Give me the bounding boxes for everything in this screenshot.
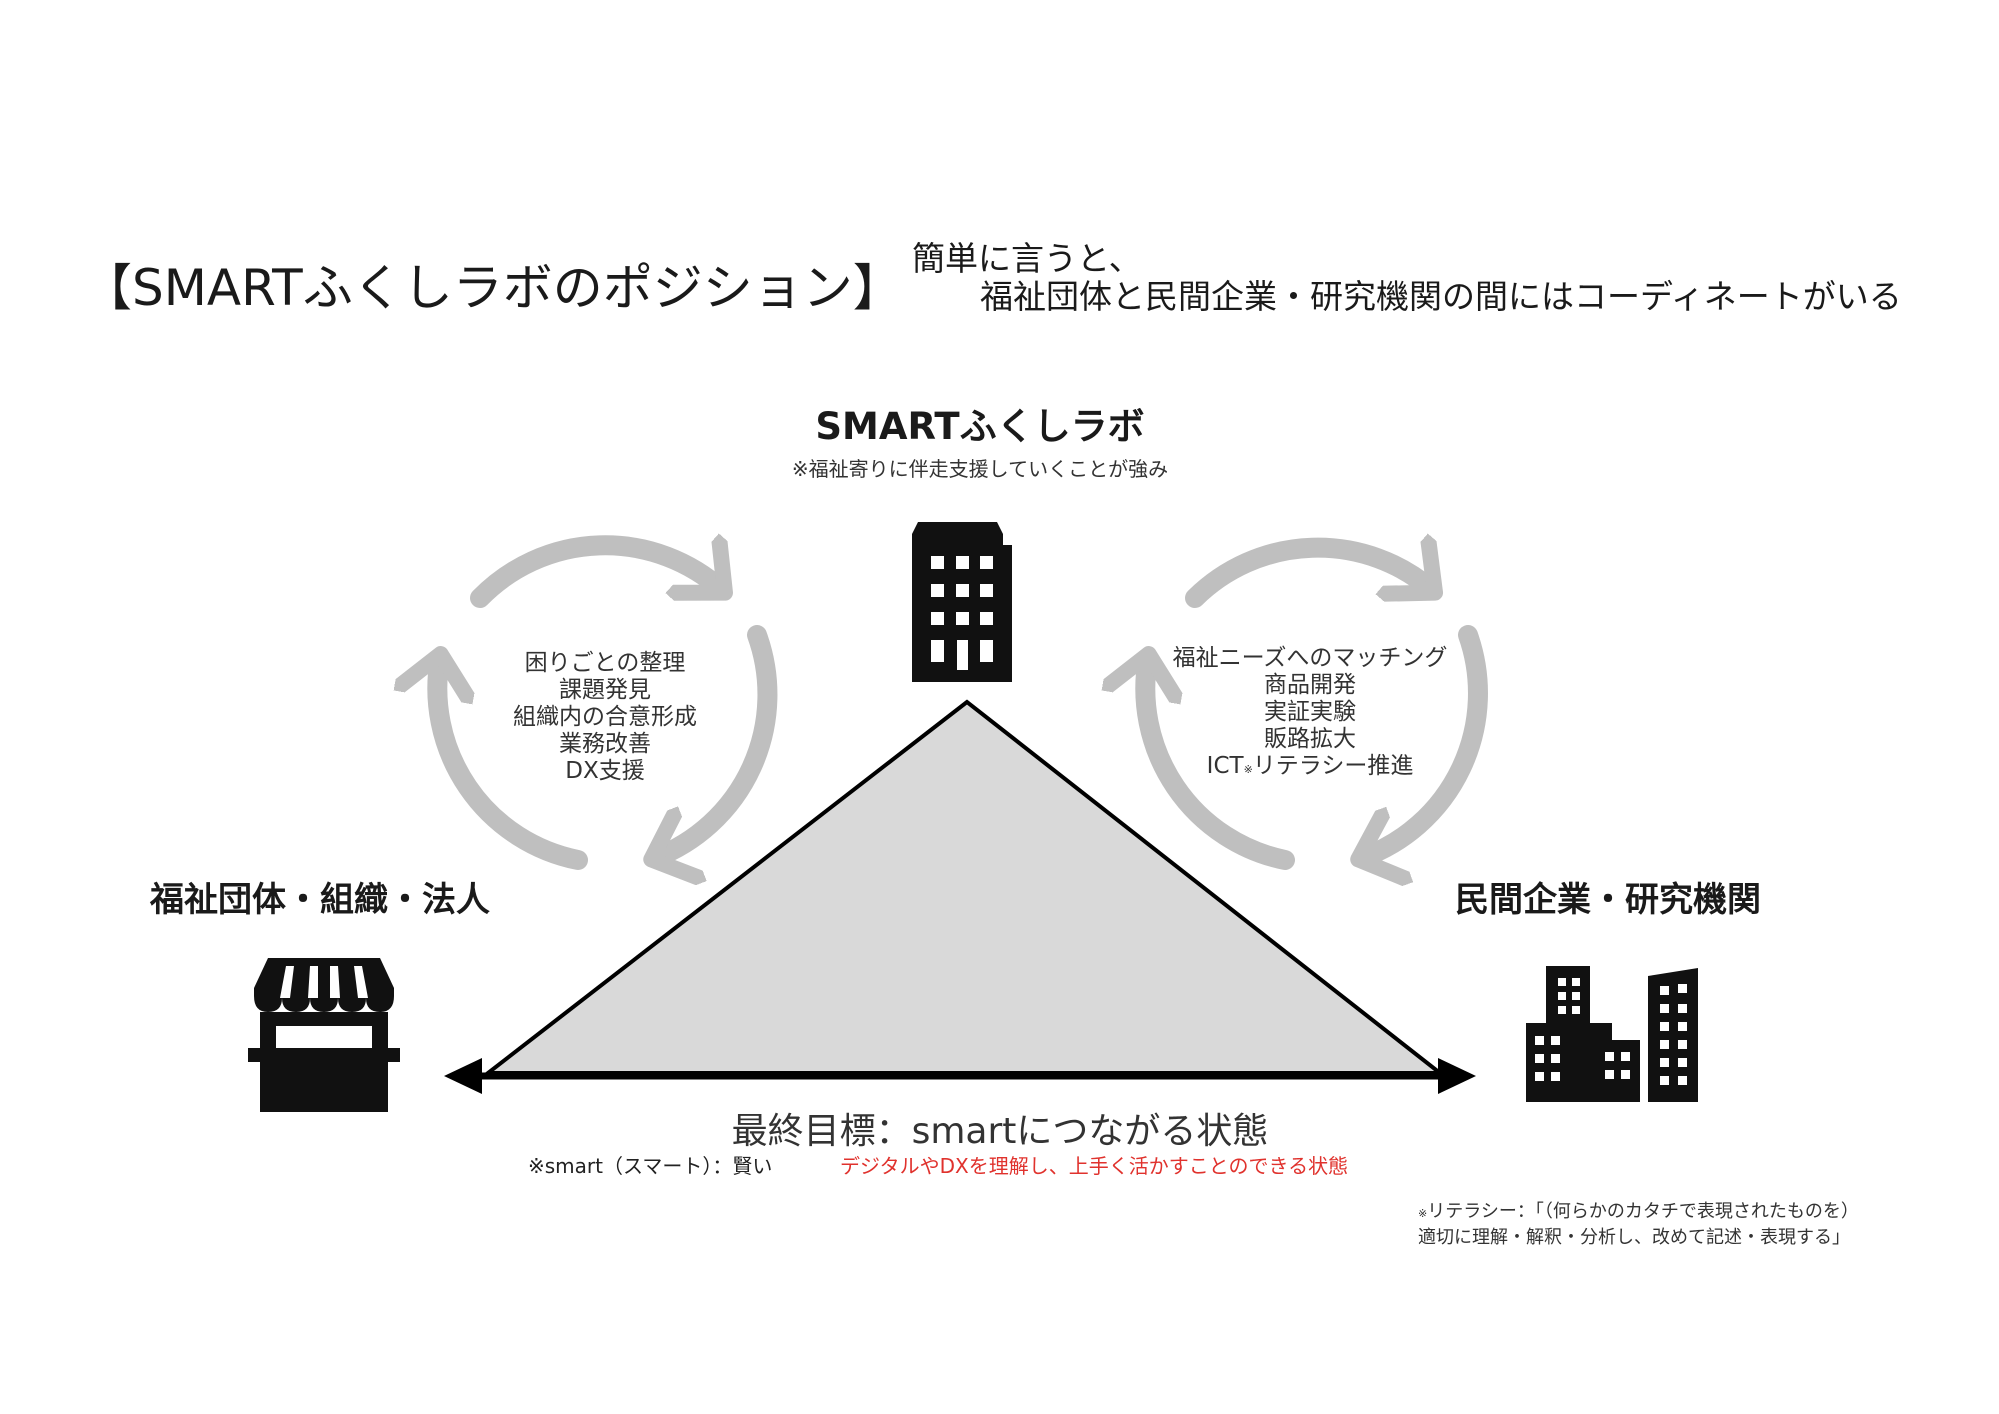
ict-note-mark: ※ — [1243, 763, 1253, 776]
goal-double-arrow — [444, 1058, 1476, 1094]
right-cycle-arrow-top — [1185, 548, 1432, 608]
list-item: 販路拡大 — [1264, 726, 1356, 752]
list-item: 商品開発 — [1264, 672, 1356, 698]
left-cycle-arrow-left — [437, 658, 588, 870]
list-item: 業務改善 — [559, 731, 651, 757]
left-cycle-arrows — [437, 545, 778, 870]
right-cycle-list: 福祉ニーズへのマッチング 商品開発 実証実験 販路拡大 ICT※リテラシー推進 — [1130, 645, 1490, 783]
ict-suffix: リテラシー推進 — [1252, 753, 1414, 779]
list-item: 福祉ニーズへのマッチング — [1172, 645, 1448, 671]
list-item: ICT※リテラシー推進 — [1130, 753, 1490, 783]
right-cycle-arrow-left — [1145, 658, 1295, 870]
left-cycle-arrow-top — [470, 545, 722, 608]
footnote-line-1-text: リテラシー：「（何らかのカタチで表現されたものを） — [1427, 1201, 1859, 1222]
page-title: 【SMARTふくしラボのポジション】 — [82, 259, 903, 317]
footnote-line-1: ※リテラシー：「（何らかのカタチで表現されたものを） — [1418, 1200, 1859, 1226]
left-cycle-list: 困りごとの整理 課題発見 組織内の合意形成 業務改善 DX支援 — [460, 650, 750, 785]
right-cycle-arrow-right — [1362, 625, 1488, 858]
city-buildings-icon — [1526, 966, 1698, 1102]
list-item: 課題発見 — [559, 677, 651, 703]
right-cycle-arrows — [1145, 548, 1488, 870]
footnote: ※リテラシー：「（何らかのカタチで表現されたものを） 適切に理解・解釈・分析し、… — [1418, 1200, 1859, 1250]
footnote-mark: ※ — [1418, 1207, 1428, 1220]
office-building-icon — [912, 522, 1012, 682]
goal-text: 最終目標：smartにつながる状態 — [731, 1111, 1269, 1152]
list-item: 実証実験 — [1264, 699, 1356, 725]
goal-definition: デジタルやDXを理解し、上手く活かすことのできる状態 — [840, 1154, 1349, 1178]
goal-note: ※smart（スマート）：賢い — [528, 1154, 773, 1178]
hub-name: SMARTふくしラボ — [815, 405, 1145, 448]
summary-text: 簡単に言うと、 福祉団体と民間企業・研究機関の間にはコーディネートがいる — [912, 240, 1902, 316]
left-party-name: 福祉団体・組織・法人 — [150, 880, 490, 920]
list-item: DX支援 — [565, 758, 645, 784]
list-item: 困りごとの整理 — [524, 650, 686, 676]
footnote-line-2: 適切に理解・解釈・分析し、改めて記述・表現する」 — [1418, 1227, 1850, 1248]
hub-note: ※福祉寄りに伴走支援していくことが強み — [791, 457, 1169, 481]
ict-prefix: ICT — [1206, 753, 1244, 779]
summary-line-2: 福祉団体と民間企業・研究機関の間にはコーディネートがいる — [980, 277, 1902, 316]
list-item: 組織内の合意形成 — [513, 704, 697, 730]
left-cycle-arrow-right — [655, 625, 778, 858]
right-party-name: 民間企業・研究機関 — [1455, 880, 1761, 920]
summary-line-1: 簡単に言うと、 — [912, 239, 1142, 278]
storefront-icon — [248, 958, 400, 1112]
